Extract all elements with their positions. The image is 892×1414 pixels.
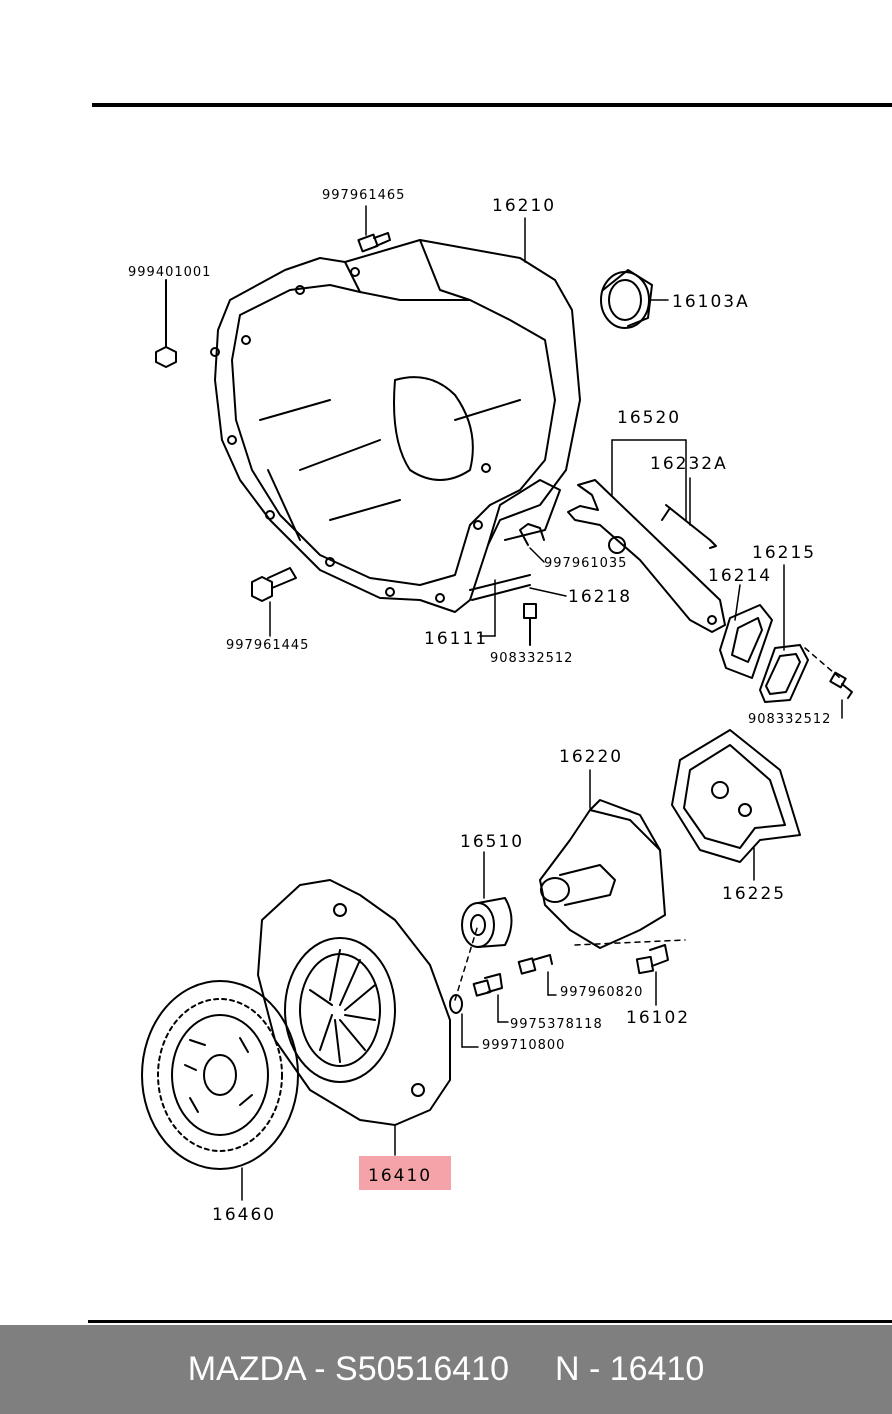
bolt-16102-drawing <box>635 944 669 975</box>
part-label-999710800: 999710800 <box>482 1038 566 1053</box>
boot-16214-drawing <box>719 604 773 679</box>
footer-brand-part-number: MAZDA - S50516410 <box>187 1350 509 1388</box>
clutch-housing-drawing <box>210 239 581 613</box>
part-label-16111: 16111 <box>424 629 489 649</box>
clutch-disc-16460-drawing <box>141 980 299 1170</box>
release-fork-16520-drawing <box>567 479 726 633</box>
exploded-parts-diagram <box>141 205 853 1201</box>
part-label-997961445: 997961445 <box>226 638 310 653</box>
bolt-997961465-drawing <box>357 232 391 253</box>
part-label-16225: 16225 <box>722 884 787 904</box>
part-label-16218: 16218 <box>568 587 633 607</box>
bolt-997961445-drawing <box>251 567 297 602</box>
part-label-16210: 16210 <box>492 196 557 216</box>
part-label-908332512-right: 908332512 <box>748 712 832 727</box>
bolt-908332512-right-drawing <box>829 671 853 699</box>
footer-bar: MAZDA - S50516410 N - 16410 <box>0 1325 892 1414</box>
part-label-908332512-left: 908332512 <box>490 651 574 666</box>
highlight-16410 <box>359 1156 451 1190</box>
part-label-16520: 16520 <box>617 408 682 428</box>
gasket-16225-drawing <box>671 729 801 863</box>
part-label-16460: 16460 <box>212 1205 277 1225</box>
release-bearing-16510-drawing <box>461 897 513 948</box>
part-label-997960820: 997960820 <box>560 985 644 1000</box>
part-label-997961035: 997961035 <box>544 556 628 571</box>
leader-lines <box>241 205 843 1201</box>
part-label-16103A: 16103A <box>672 292 750 312</box>
part-label-16215: 16215 <box>752 543 817 563</box>
bolt-997960820-drawing <box>517 954 553 975</box>
footer-reference-number: N - 16410 <box>554 1350 705 1388</box>
part-label-16220: 16220 <box>559 747 624 767</box>
part-label-999401001: 999401001 <box>128 265 212 280</box>
release-cylinder-16220-drawing <box>539 799 666 949</box>
bottom-rule <box>88 1320 892 1323</box>
part-label-16510: 16510 <box>460 832 525 852</box>
clutch-cover-16410-drawing <box>257 879 451 1126</box>
shim-16218-drawing <box>469 574 531 601</box>
part-label-16214: 16214 <box>708 566 773 586</box>
part-label-9975378118: 9975378118 <box>510 1017 603 1032</box>
part-label-16232A: 16232A <box>650 454 728 474</box>
top-rule <box>92 103 892 107</box>
oil-seal-16103a-drawing <box>600 269 653 329</box>
bolt-997961035-drawing <box>519 523 545 546</box>
part-label-16410: 16410 <box>368 1166 433 1186</box>
spring-16232a-drawing <box>661 504 717 549</box>
part-label-16102: 16102 <box>626 1008 691 1028</box>
gasket-16215-drawing <box>759 644 809 703</box>
part-label-997961465: 997961465 <box>322 188 406 203</box>
bolt-908332512-left-drawing <box>523 603 537 646</box>
bolt-9975378118-drawing <box>472 973 503 997</box>
nut-999401001-drawing <box>155 279 177 368</box>
